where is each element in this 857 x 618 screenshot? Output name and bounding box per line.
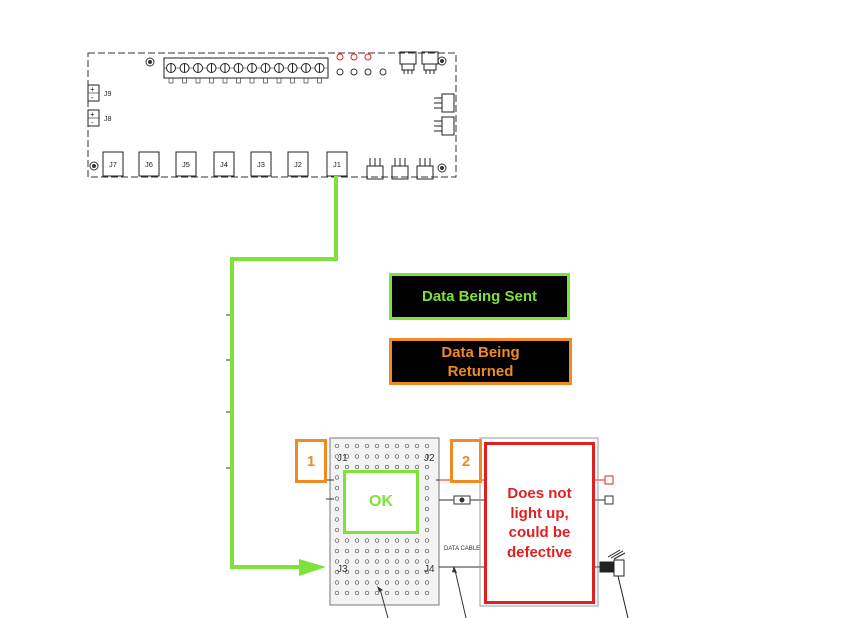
connector-label-j1: J1 — [333, 160, 341, 169]
transistor — [366, 158, 434, 180]
legend-data-returned: Data Being Returned — [389, 338, 572, 385]
minus-sign: - — [91, 93, 94, 102]
connector-label-j3: J3 — [257, 160, 265, 169]
callout-line — [454, 569, 467, 618]
power-connector-j9: + - J9 — [87, 84, 112, 102]
plug-icon — [599, 549, 629, 618]
controller-board: + - J9 + - J8 J7 J6 J5 J4 J3 J2 J1 — [87, 51, 457, 180]
legend-data-sent-label: Data Being Sent — [421, 288, 538, 305]
data-connector-row: J7 J6 J5 J4 J3 J2 J1 — [102, 151, 348, 177]
data-connector-j4 — [213, 151, 235, 177]
callout-line — [379, 588, 389, 618]
connector-label-j4: J4 — [220, 160, 228, 169]
connector-label-j8: J8 — [104, 116, 112, 123]
power-connector-j8: + - J8 — [87, 109, 112, 127]
status-ok-label: OK — [369, 493, 393, 510]
cable-tick — [226, 314, 230, 469]
data-arrowhead — [299, 559, 326, 576]
defect-unit-frame — [479, 437, 599, 607]
board-label-j3: J3 — [337, 564, 348, 575]
data-connector-j6 — [138, 151, 160, 177]
plus-sign: + — [90, 85, 95, 94]
data-cable-label: DATA CABLE — [444, 546, 480, 552]
board-label-j1: J1 — [337, 453, 348, 464]
mounting-hole — [89, 56, 447, 173]
step-marker-2: 2 — [450, 439, 482, 483]
terminal-block — [163, 57, 329, 84]
data-connector-j5 — [175, 151, 197, 177]
status-defective-label: Does not light up, could be defective — [506, 485, 573, 561]
legend-data-returned-label: Data Being Returned — [441, 343, 520, 380]
status-defective-box: Does not light up, could be defective — [484, 442, 595, 604]
step-number: 1 — [306, 452, 316, 470]
connector-label-j7: J7 — [109, 160, 117, 169]
board-label-j4: J4 — [424, 564, 435, 575]
minus-sign: - — [91, 118, 94, 127]
step-number: 2 — [461, 452, 471, 470]
connector-label-j5: J5 — [182, 160, 190, 169]
plus-sign: + — [90, 110, 95, 119]
data-sent-path — [226, 176, 338, 576]
output-terminal — [594, 475, 614, 568]
connector-label-j9: J9 — [104, 91, 112, 98]
status-ok-box: OK — [343, 470, 419, 534]
led-indicator — [336, 53, 387, 76]
board-label-j2: J2 — [424, 453, 435, 464]
controller-board-outline — [87, 52, 457, 178]
connector-label-j2: J2 — [294, 160, 302, 169]
data-connector-j7 — [102, 151, 124, 177]
data-connector-j3 — [250, 151, 272, 177]
step-marker-1: 1 — [295, 439, 327, 483]
connector-label-j6: J6 — [145, 160, 153, 169]
data-connector-j2 — [287, 151, 309, 177]
regulator-chip — [399, 51, 439, 74]
transistor — [434, 93, 455, 136]
legend-data-sent: Data Being Sent — [389, 273, 570, 320]
